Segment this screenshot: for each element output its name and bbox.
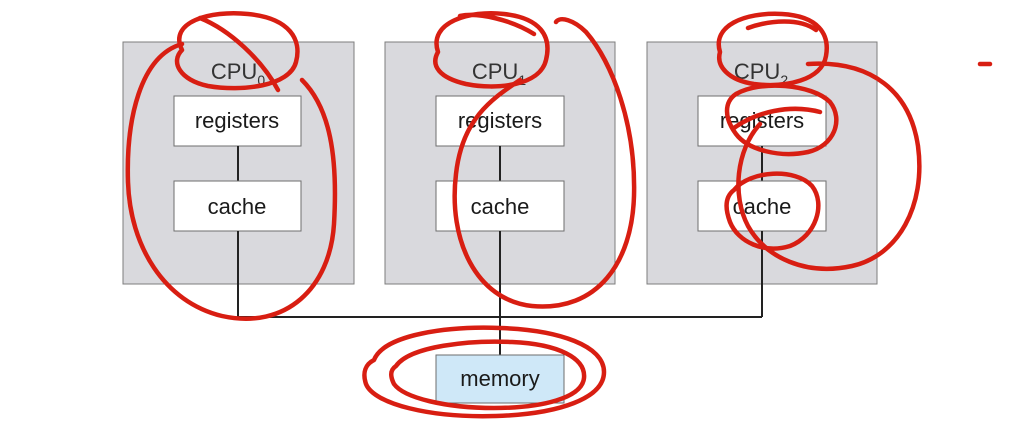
annotation-circle-memory-outer (362, 325, 607, 419)
annotation-circle-cpu-2-label (716, 11, 829, 88)
cpu-1-name: CPU (472, 59, 518, 84)
cpu-0-cache-label: cache (208, 194, 267, 219)
cpu-0-registers-box (173, 95, 302, 147)
cpu-0-name: CPU (211, 59, 257, 84)
annotation-loop-cpu-0 (125, 41, 338, 321)
annotation-loop-cpu-1 (452, 17, 637, 309)
cpu-0-registers-label: registers (195, 108, 279, 133)
cpu-0-label: CPU0 (211, 59, 265, 88)
cpu-2-subscript: 2 (780, 72, 788, 88)
annotation-circle-cpu-1-label (433, 11, 550, 89)
annotation-circle-cpu-2-registers (724, 83, 839, 157)
annotation-circle-memory-inner (389, 339, 587, 411)
memory-label: memory (460, 366, 539, 391)
cpu-panel-0: CPU0 registers cache (122, 41, 355, 285)
cpu-0-subscript: 0 (257, 72, 265, 88)
cpu-2-registers-box (697, 95, 827, 147)
annotation-circle-cpu-2-cache (724, 171, 821, 251)
handwritten-annotations (125, 11, 993, 419)
memory-box (435, 354, 565, 404)
memory-block: memory (435, 354, 565, 404)
cpu-1-registers-box (435, 95, 565, 147)
cpu-1-cache-label: cache (471, 194, 530, 219)
annotation-circle-cpu-0-label (174, 11, 300, 93)
cpu-2-cache-box (697, 180, 827, 232)
annotation-loop-cpu-2 (736, 61, 922, 271)
cpu-panel-2: CPU2 registers cache (646, 41, 878, 285)
